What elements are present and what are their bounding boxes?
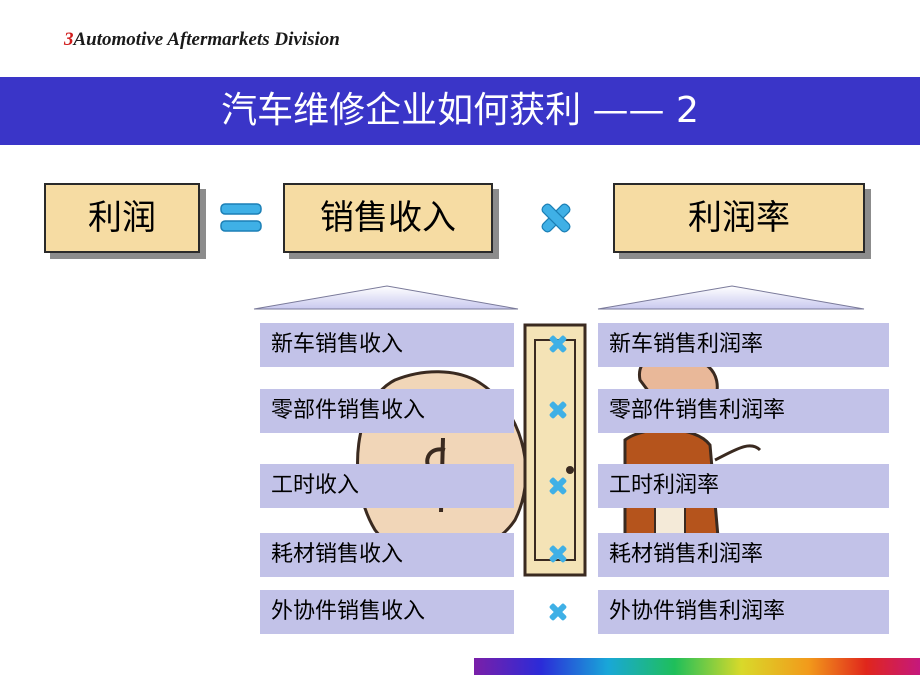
margin-bracket-arrow (597, 285, 865, 310)
revenue-item-labor: 工时收入 (260, 464, 514, 508)
division-name: Automotive Aftermarkets Division (73, 29, 340, 50)
margin-item-consumables: 耗材销售利润率 (598, 533, 889, 577)
multiply-icon (549, 477, 567, 495)
margin-item-labor: 工时利润率 (598, 464, 889, 508)
profit-box: 利润 (44, 183, 200, 253)
slide-title: 汽车维修企业如何获利 —— 2 (221, 90, 699, 131)
equals-icon (220, 203, 262, 232)
revenue-item-new-car: 新车销售收入 (260, 323, 514, 367)
revenue-item-parts: 零部件销售收入 (260, 389, 514, 433)
margin-item-parts: 零部件销售利润率 (598, 389, 889, 433)
margin-item-outsourced: 外协件销售利润率 (598, 590, 889, 634)
margin-item-new-car: 新车销售利润率 (598, 323, 889, 367)
margin-box: 利润率 (613, 183, 865, 253)
rainbow-decoration-bar (474, 658, 920, 675)
multiply-icon (549, 603, 567, 621)
revenue-box: 销售收入 (283, 183, 493, 253)
division-header: 3Automotive Aftermarkets Division (64, 29, 340, 51)
multiply-icon (549, 401, 567, 419)
multiply-icon (541, 203, 571, 233)
revenue-item-outsourced: 外协件销售收入 (260, 590, 514, 634)
page-number: 3 (64, 29, 74, 50)
revenue-bracket-arrow (253, 285, 519, 310)
title-band: 汽车维修企业如何获利 —— 2 (0, 77, 920, 145)
revenue-item-consumables: 耗材销售收入 (260, 533, 514, 577)
multiply-icon (549, 335, 567, 353)
multiply-icon (549, 545, 567, 563)
